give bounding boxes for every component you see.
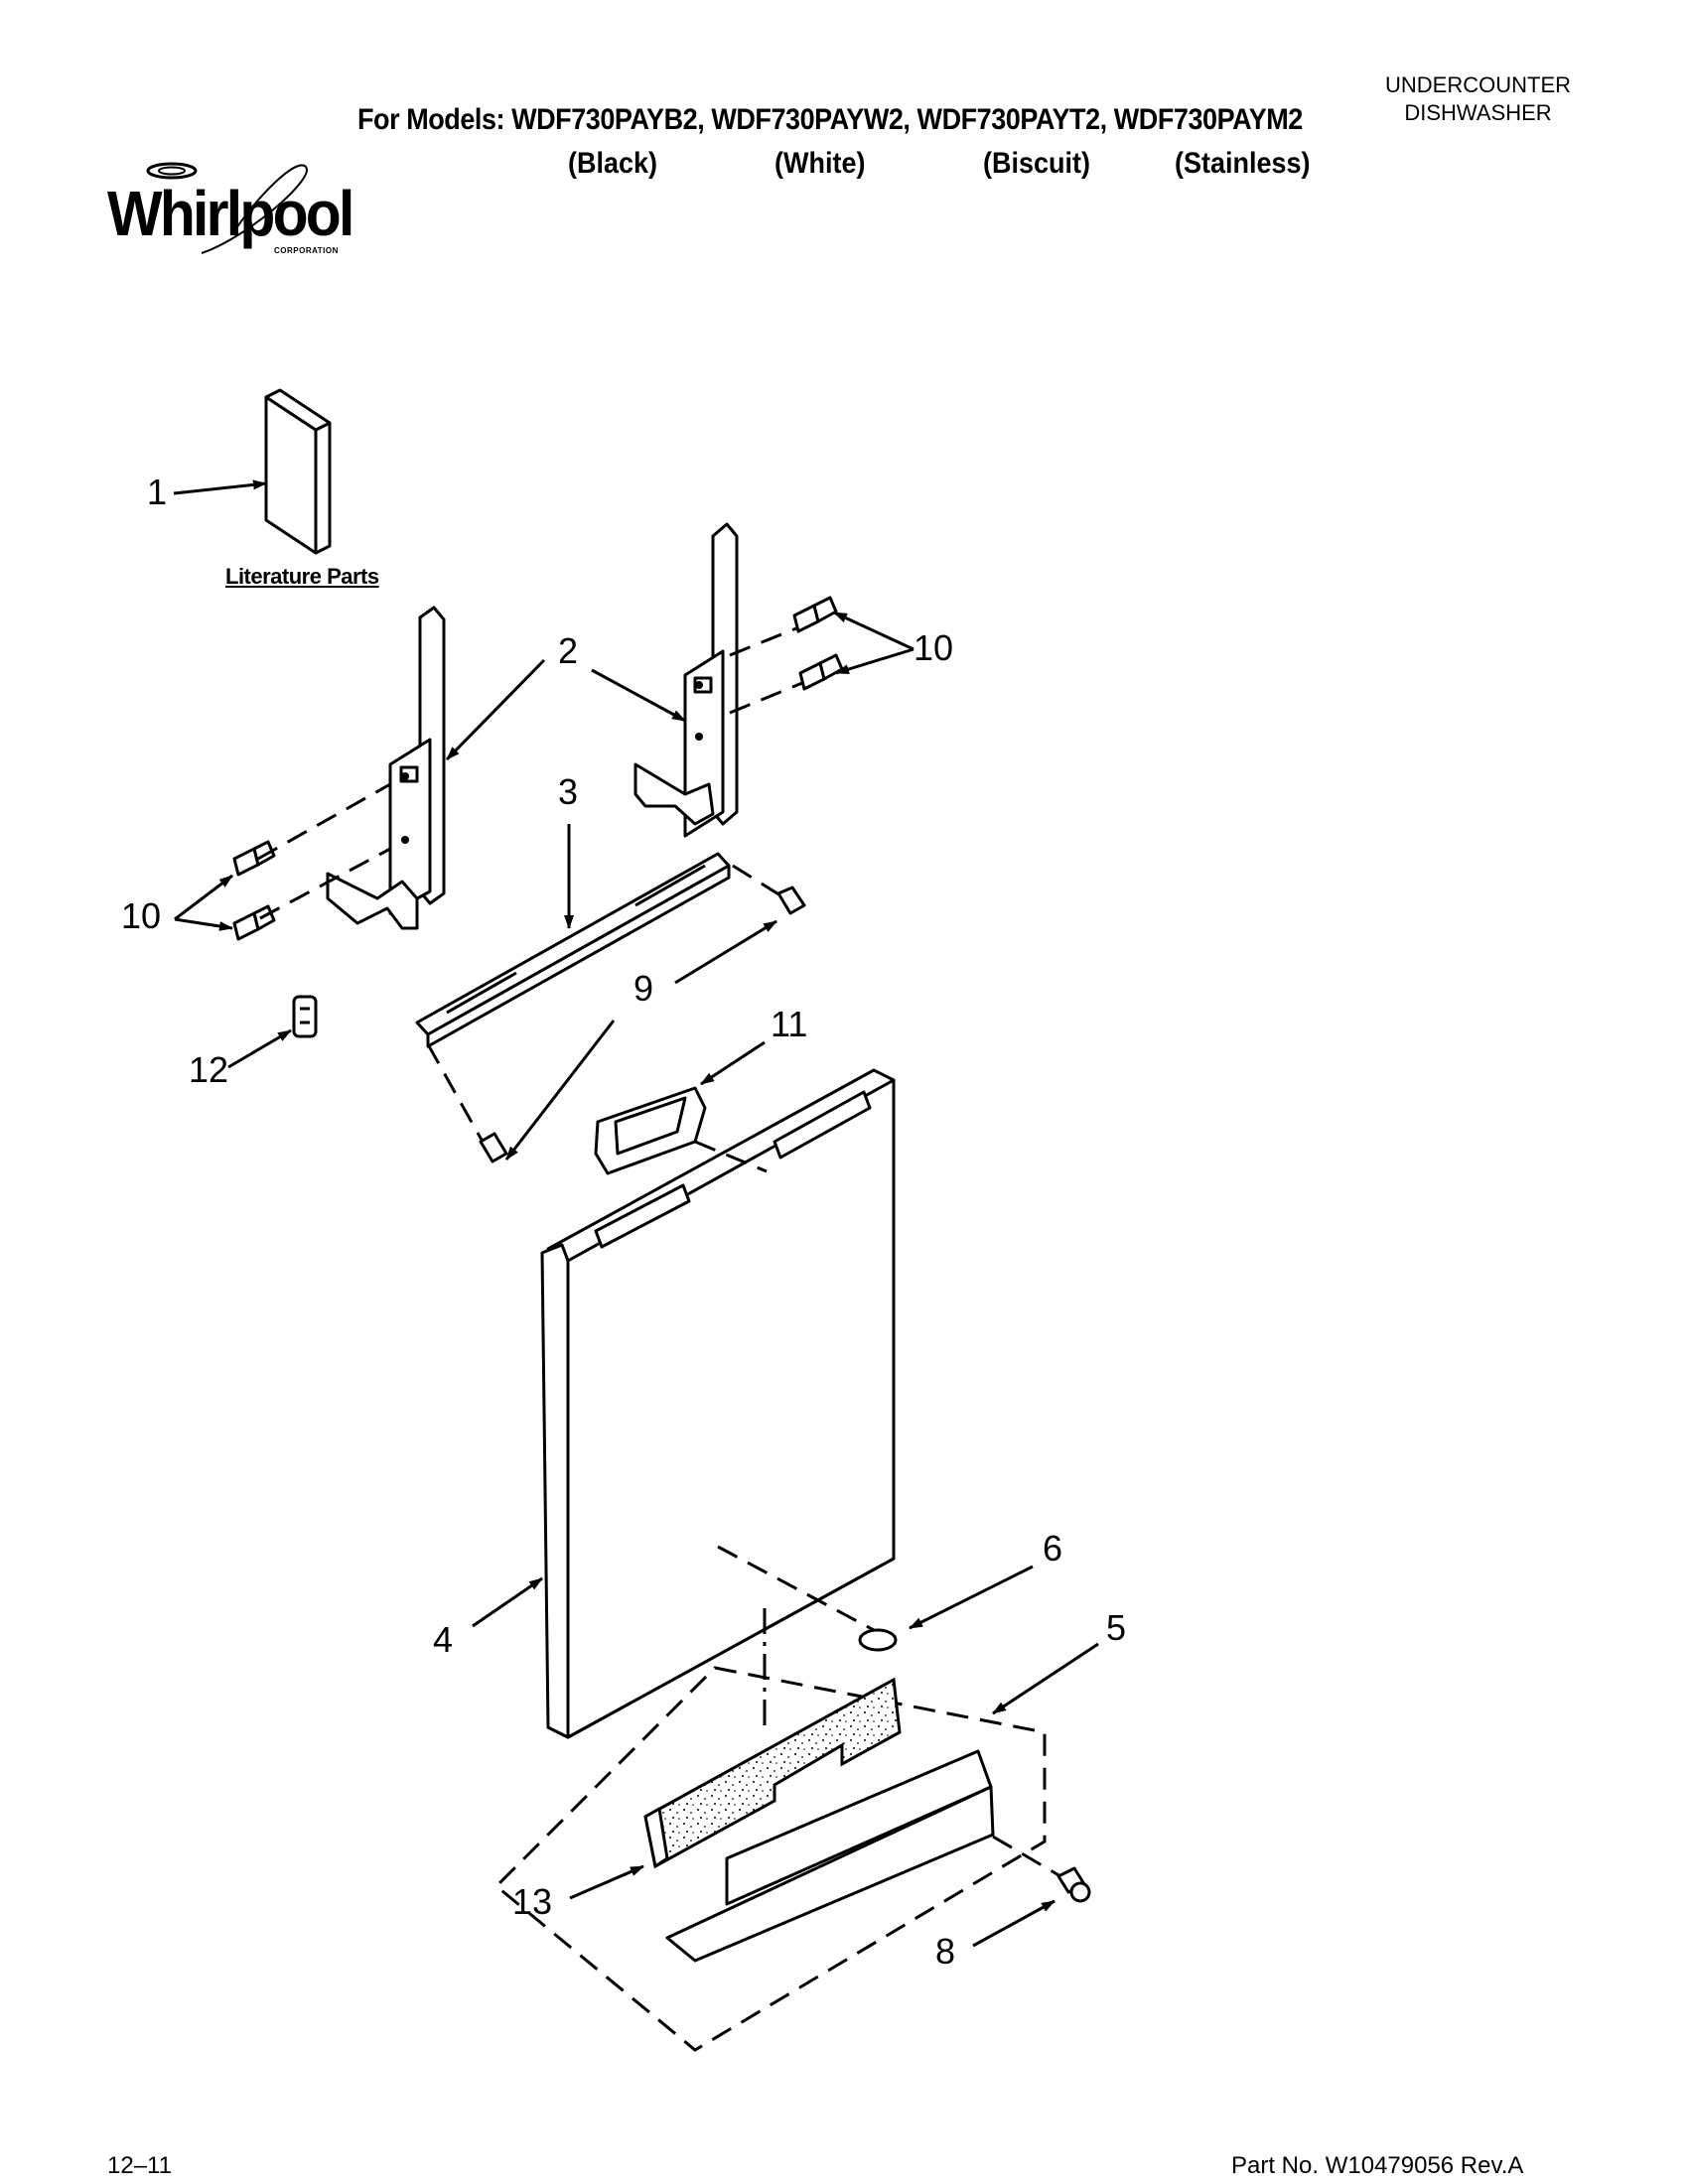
callout-10-right: 10 — [914, 627, 954, 668]
screw-set-rail — [479, 886, 806, 1163]
appliance-type: UNDERCOUNTER DISHWASHER — [1385, 71, 1571, 127]
alignment-line — [729, 626, 797, 657]
rating-label — [858, 1628, 898, 1652]
appliance-line-1: UNDERCOUNTER — [1385, 72, 1571, 97]
door-panel — [540, 1068, 896, 1739]
alignment-line — [426, 1043, 485, 1143]
color-biscuit: (Biscuit) — [983, 147, 1090, 180]
color-white: (White) — [774, 147, 866, 180]
alignment-line — [729, 681, 803, 715]
logo-text: Whirlpool — [107, 178, 354, 249]
alignment-line — [732, 864, 781, 897]
callout-9: 9 — [633, 968, 654, 1009]
callout-2: 2 — [558, 630, 579, 671]
logo-corporation: CORPORATION — [274, 246, 339, 255]
callout-3: 3 — [558, 771, 579, 812]
alignment-line — [694, 1140, 768, 1173]
alignment-line — [259, 847, 391, 920]
alignment-line — [257, 782, 391, 861]
leader-arrows — [173, 479, 1099, 1948]
appliance-line-2: DISHWASHER — [1404, 100, 1552, 125]
callout-6: 6 — [1043, 1528, 1063, 1569]
callout-8: 8 — [935, 1931, 956, 1972]
revision-date: 12–11 — [107, 2152, 172, 2179]
alignment-line — [992, 1835, 1061, 1878]
hinge-bracket-right — [633, 522, 739, 838]
callout-12: 12 — [189, 1049, 229, 1090]
screw-set-left — [232, 840, 276, 941]
callout-4: 4 — [433, 1619, 454, 1660]
foam-insulation — [643, 1677, 902, 1869]
whirlpool-logo: Whirlpool CORPORATION — [107, 159, 370, 268]
toe-kick-plate — [665, 1749, 995, 1963]
color-black: (Black) — [568, 147, 658, 180]
toekick-assembly-outline — [493, 1666, 1047, 2052]
literature-parts-label: Literature Parts — [225, 564, 379, 589]
hinge-bracket-left — [326, 606, 446, 930]
literature-booklet — [264, 388, 332, 555]
toe-kick-fastener — [1056, 1866, 1091, 1903]
part-number: Part No. W10479056 Rev.A — [1231, 2152, 1524, 2179]
callout-1: 1 — [147, 472, 168, 512]
callout-13: 13 — [512, 1881, 553, 1922]
callout-11: 11 — [771, 1004, 808, 1044]
color-stainless: (Stainless) — [1175, 147, 1311, 180]
models-line: For Models: WDF730PAYB2, WDF730PAYW2, WD… — [357, 103, 1303, 136]
mounting-rail — [415, 852, 731, 1048]
logo-swirl-icon — [146, 162, 308, 254]
door-handle — [594, 1086, 707, 1175]
callout-5: 5 — [1106, 1607, 1127, 1648]
alignment-line — [717, 1545, 875, 1632]
small-clip — [292, 995, 318, 1038]
callout-10-left: 10 — [121, 895, 162, 936]
